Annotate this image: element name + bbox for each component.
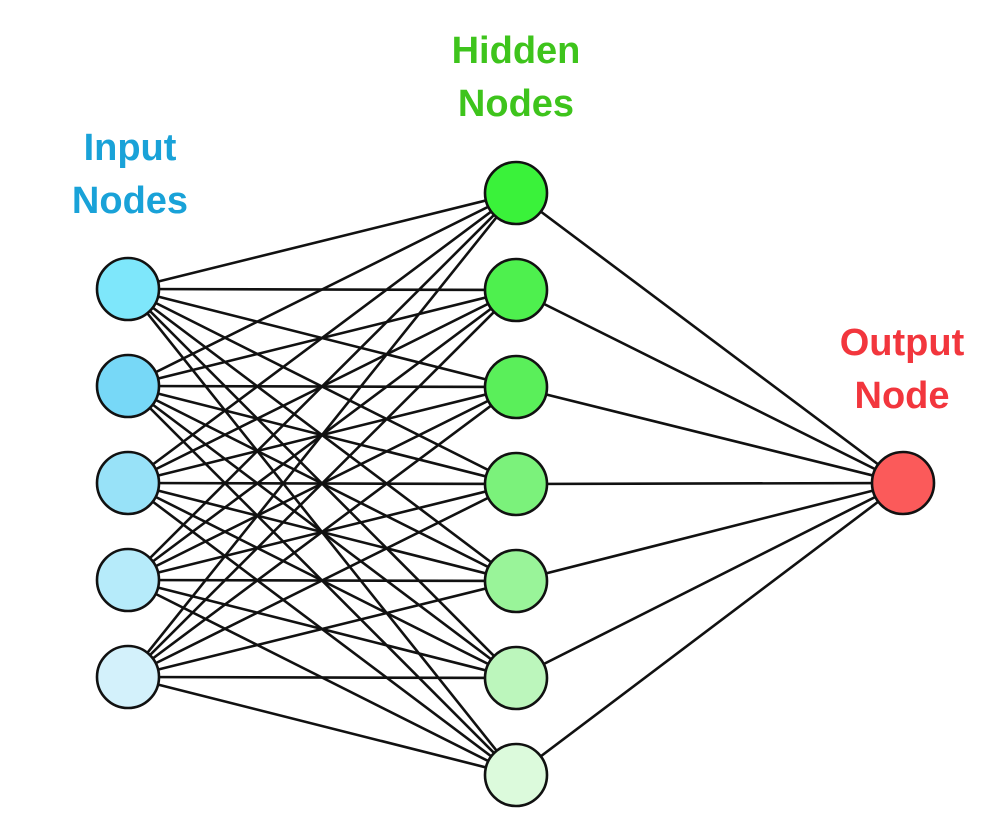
edge-hidden-6-output-1 (515, 481, 904, 680)
edge-input-2-hidden-1 (127, 191, 517, 388)
hidden-node-3 (483, 354, 549, 420)
edge-input-5-hidden-7 (127, 675, 517, 777)
edge-input-5-hidden-1 (126, 192, 518, 678)
edge-input-1-hidden-1 (127, 191, 517, 291)
hidden-node-6 (483, 645, 549, 711)
input-node-4 (95, 547, 161, 613)
input-node-5 (95, 644, 161, 710)
hidden-node-2 (483, 257, 549, 323)
edge-input-5-hidden-4 (127, 482, 517, 679)
input-label-line1: Input (84, 127, 177, 169)
edge-hidden-1-output-1 (515, 191, 904, 485)
edge-input-5-hidden-3 (127, 385, 517, 679)
output-node (870, 450, 936, 516)
hidden-label-line1: Hidden (452, 30, 581, 72)
edge-input-3-hidden-1 (127, 191, 517, 485)
edge-input-5-hidden-5 (127, 579, 517, 679)
hidden-node-5 (483, 548, 549, 614)
input-label-line2: Nodes (72, 180, 188, 222)
input-node-3 (95, 450, 161, 516)
edge-input-5-hidden-6 (127, 675, 517, 680)
edge-hidden-4-output-1 (515, 481, 904, 486)
input-node-2 (95, 353, 161, 419)
connections (126, 191, 904, 777)
edge-hidden-5-output-1 (515, 481, 904, 583)
hidden-label-line2: Nodes (458, 83, 574, 125)
hidden-node-7 (483, 742, 549, 808)
output-label-line1: Output (840, 322, 965, 364)
edge-hidden-3-output-1 (515, 385, 904, 485)
edge-hidden-2-output-1 (515, 288, 904, 485)
output-label-line2: Node (855, 375, 950, 417)
input-node-1 (95, 256, 161, 322)
edge-hidden-7-output-1 (515, 481, 904, 777)
hidden-node-4 (483, 451, 549, 517)
edge-input-4-hidden-1 (127, 192, 517, 581)
hidden-node-1 (483, 160, 549, 226)
edge-input-5-hidden-2 (127, 289, 517, 678)
nodes (95, 160, 936, 808)
